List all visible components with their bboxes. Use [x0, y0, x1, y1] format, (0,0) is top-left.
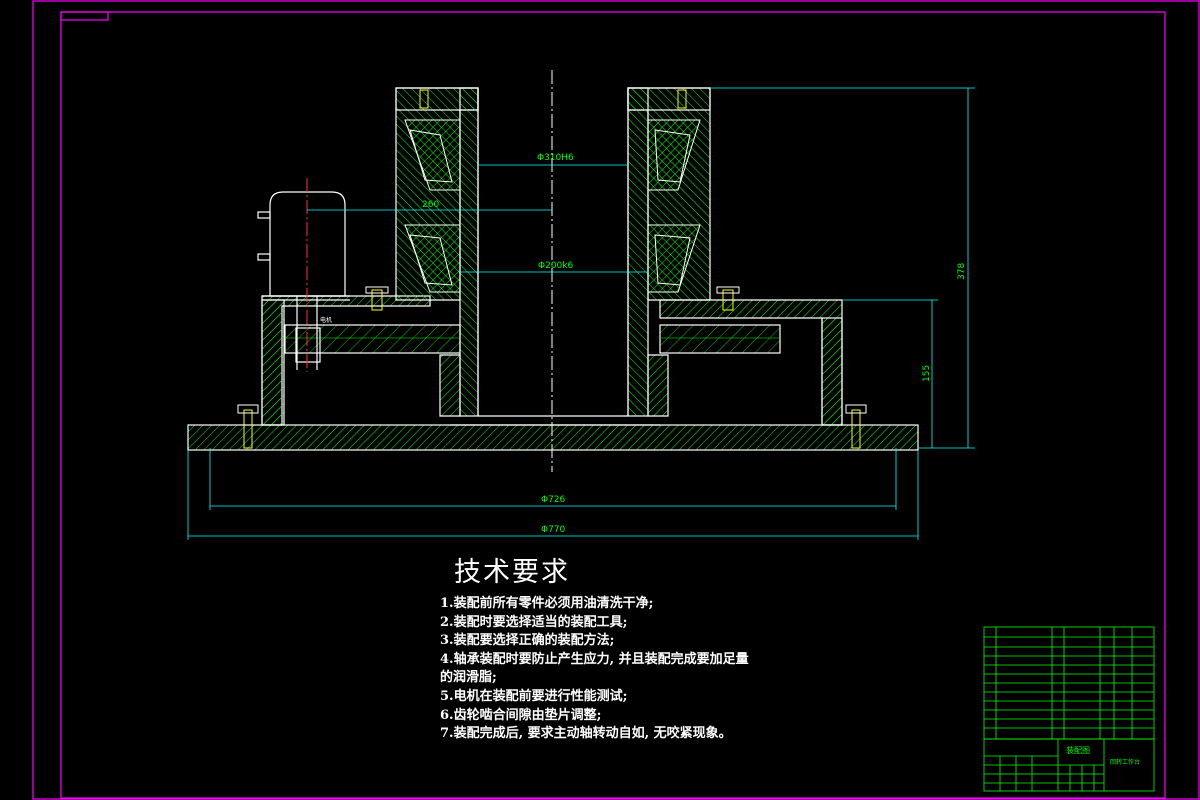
left-housing — [261, 295, 431, 426]
tech-requirement-item: 1.装配前所有零件必须用油清洗干净; — [440, 596, 654, 611]
tech-requirement-item: 6.齿轮啮合间隙由垫片调整; — [440, 707, 602, 723]
motor — [257, 191, 350, 370]
gear-train — [284, 324, 781, 363]
dim-shaft-fit: Φ200k6 — [538, 261, 573, 271]
drawing-frame — [32, 0, 1200, 800]
right-housing — [659, 299, 843, 426]
dim-span-260: 260 — [422, 200, 439, 210]
tech-requirement-item: 的润滑脂; — [440, 670, 497, 686]
dim-bolt-circle: Φ726 — [541, 495, 566, 505]
bolt-heads — [237, 286, 867, 414]
taper-bearings — [404, 119, 701, 293]
tech-requirement-item: 4.轴承装配时要防止产生应力, 并且装配完成要加足量 — [440, 651, 749, 667]
dimension-lines — [187, 87, 975, 540]
tech-requirements-title: 技术要求 — [454, 557, 570, 588]
tech-requirement-item: 3.装配要选择正确的装配方法; — [440, 633, 615, 649]
dim-bore-fit: Φ310H6 — [537, 153, 574, 163]
tech-requirements: 技术要求 1.装配前所有零件必须用油清洗干净; 2.装配时要选择适当的装配工具;… — [440, 550, 749, 744]
project-name: 回转工作台 — [1110, 758, 1140, 766]
tech-requirement-item: 2.装配时要选择适当的装配工具; — [440, 614, 628, 630]
dim-base-diameter: Φ770 — [541, 525, 566, 535]
spindle-sleeve — [439, 87, 669, 417]
bolts — [243, 89, 861, 449]
dim-overall-height: 378 — [957, 263, 967, 280]
title-block — [983, 626, 1155, 792]
dim-low-height: 155 — [922, 365, 932, 382]
motor-label: 电机 — [320, 316, 332, 324]
tech-requirement-item: 7.装配完成后, 要求主动轴转动自如, 无咬紧现象。 — [440, 726, 732, 742]
base-plate — [187, 424, 919, 451]
tech-requirement-item: 5.电机在装配前要进行性能测试; — [440, 688, 628, 704]
drawing-name: 装配图 — [1066, 745, 1090, 755]
